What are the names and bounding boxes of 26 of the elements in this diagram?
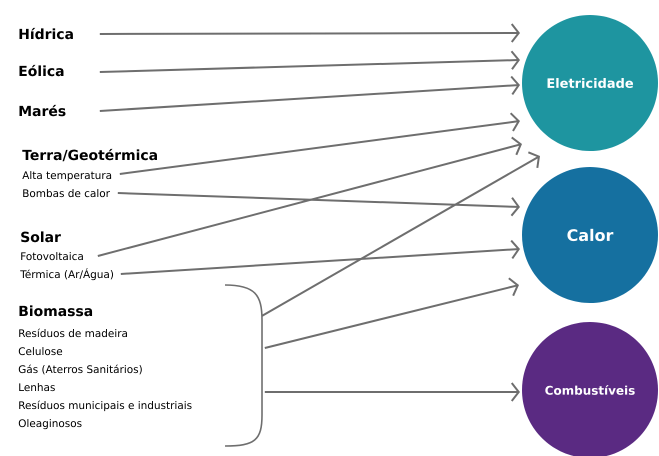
source-item: Fotovoltaica	[21, 252, 83, 260]
source-heading: Terra/Geotérmica	[22, 148, 157, 162]
source-item: Oleaginosos	[18, 419, 82, 430]
arrow	[264, 382, 520, 402]
source-item: Resíduos de madeira	[19, 328, 127, 338]
source-item: Gás (Aterros Sanitários)	[18, 364, 142, 374]
arrow	[264, 277, 519, 349]
source-item: Alta temperatura	[22, 171, 112, 182]
arrow	[118, 192, 520, 216]
arrow	[100, 23, 520, 43]
arrow	[100, 50, 520, 73]
source-heading: Solar	[21, 231, 61, 242]
source-heading: Eólica	[20, 64, 64, 76]
arrow	[100, 76, 520, 112]
source-heading: Marés	[20, 104, 66, 116]
source-heading: Biomassa	[20, 305, 92, 316]
source-item: Bombas de calor	[23, 189, 110, 198]
arrow	[261, 151, 540, 317]
source-item: Térmica (Ar/Água)	[20, 268, 114, 280]
arrow	[120, 112, 520, 175]
arrow	[98, 136, 522, 257]
source-item: Resíduos municipais e industriais	[19, 400, 192, 412]
source-item: Celulose	[18, 347, 62, 356]
source-item: Lenhas	[19, 383, 55, 392]
arrow	[120, 240, 520, 275]
source-heading: Hídrica	[20, 28, 73, 40]
